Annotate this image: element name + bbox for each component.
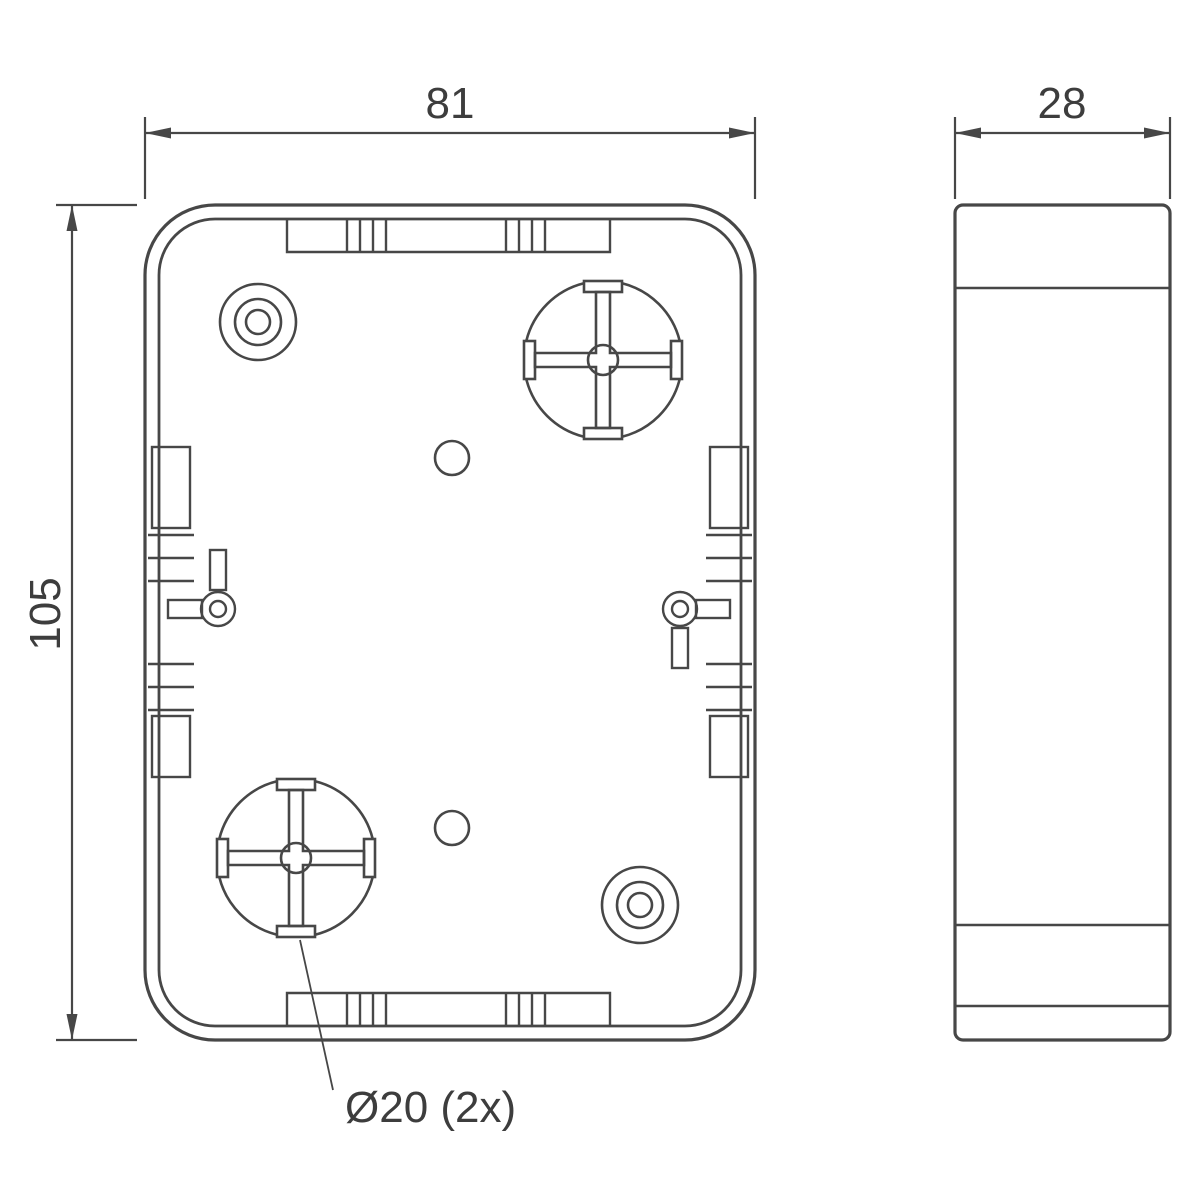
- front-inner-outline: [157, 217, 743, 1028]
- dimension-label-height: 105: [21, 577, 70, 650]
- leader-line: [299, 939, 334, 1091]
- arrowhead-left: [955, 127, 981, 139]
- center-hole-top: [433, 439, 471, 477]
- arrowhead-top: [66, 205, 78, 231]
- left-mounting-rail: [148, 445, 194, 779]
- knockout-bottom-left: [215, 777, 377, 939]
- center-hole-bottom: [433, 809, 471, 847]
- left-rail-upper-slot: [150, 445, 192, 530]
- knockout-top-right: [522, 279, 684, 441]
- front-outer-outline: [143, 203, 757, 1042]
- left-latch-pivot-hole: [208, 599, 228, 619]
- top-band-channel: [285, 219, 612, 254]
- arrowhead-right: [729, 127, 755, 139]
- right-rail-lower-slot: [708, 714, 750, 779]
- arrowhead-bottom: [66, 1014, 78, 1040]
- right-rail-lower-ribs: [706, 662, 752, 712]
- dimension-front-width: 81: [143, 79, 757, 199]
- right-rail-upper-slot: [708, 445, 750, 530]
- left-latch-pivot: [199, 590, 237, 628]
- left-latch: [166, 548, 237, 628]
- left-rail-lower-slot: [150, 714, 192, 779]
- bottom-band-channel: [285, 991, 612, 1026]
- screw-boss-top-left: [218, 282, 298, 362]
- right-latch-pivot: [661, 590, 699, 628]
- right-latch-tab: [670, 626, 690, 670]
- dimension-side-depth: 28: [953, 79, 1172, 199]
- dimension-label-width: 81: [426, 79, 475, 128]
- arrowhead-right: [1144, 127, 1170, 139]
- left-latch-arm: [166, 598, 204, 620]
- front-view: [143, 203, 757, 1042]
- side-view: [953, 203, 1172, 1042]
- bottom-slot-band: [285, 991, 612, 1026]
- dimension-front-height: 105: [21, 203, 137, 1042]
- dimension-label-depth: 28: [1038, 79, 1087, 128]
- left-rail-lower-ribs: [148, 662, 194, 712]
- side-outline: [953, 203, 1172, 1042]
- knockout-callout-label: Ø20 (2x): [345, 1083, 516, 1132]
- left-rail-upper-ribs: [148, 533, 194, 583]
- top-slot-band: [285, 219, 612, 254]
- top-rib-group-right: [504, 219, 547, 252]
- bottom-rib-group-left: [345, 993, 388, 1026]
- arrowhead-left: [145, 127, 171, 139]
- right-latch-pivot-hole: [670, 599, 690, 619]
- knockout-callout: Ø20 (2x): [299, 939, 516, 1132]
- bottom-rib-group-right: [504, 993, 547, 1026]
- right-latch-arm: [694, 598, 732, 620]
- top-rib-group-left: [345, 219, 388, 252]
- screw-boss-bottom-right: [600, 865, 680, 945]
- right-latch: [661, 590, 732, 670]
- right-mounting-rail: [706, 445, 752, 779]
- left-latch-tab: [208, 548, 228, 592]
- right-rail-upper-ribs: [706, 533, 752, 583]
